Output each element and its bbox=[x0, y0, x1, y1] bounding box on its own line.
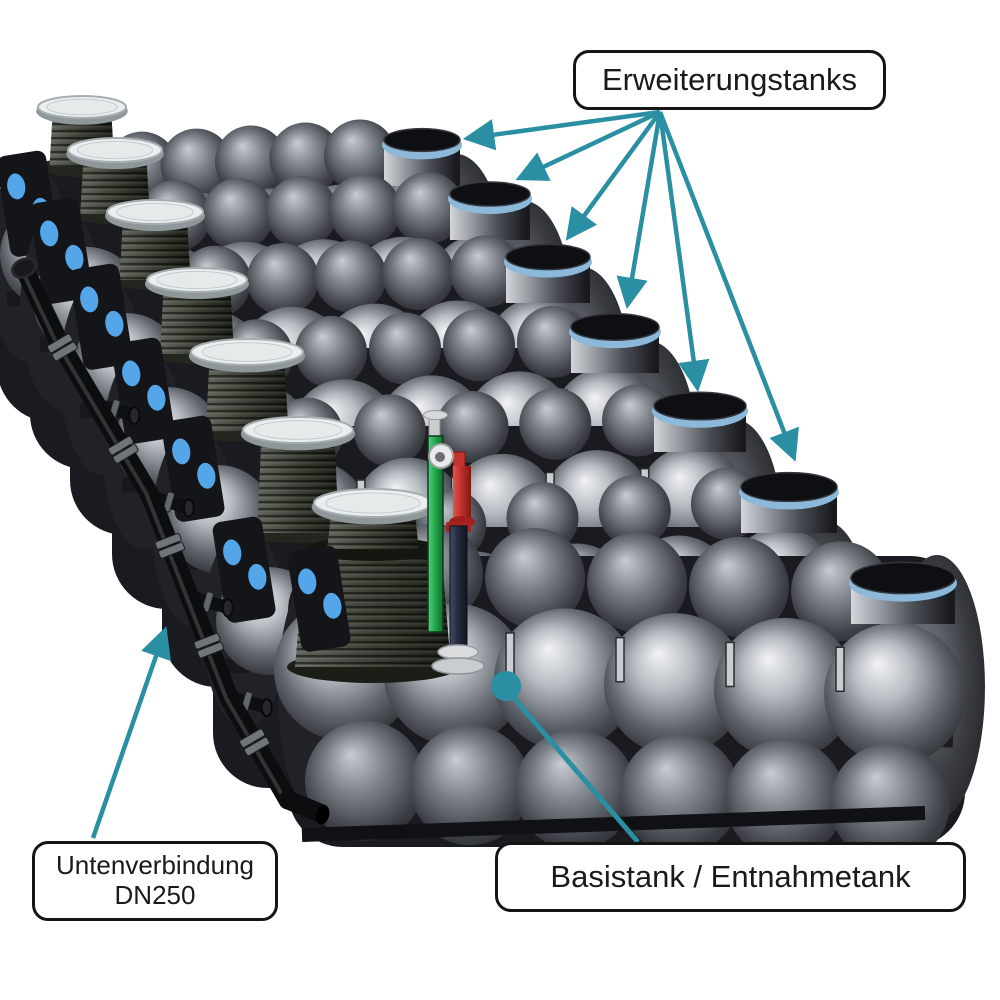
label-bottom-connection-line1: Untenverbindung bbox=[55, 850, 255, 881]
expansion-arrow-6 bbox=[657, 111, 799, 462]
bottom-connection-pipe bbox=[11, 257, 330, 825]
base-tank-leader-line bbox=[510, 694, 640, 844]
expansion-arrow-2 bbox=[515, 109, 661, 181]
tank-array bbox=[0, 95, 985, 864]
base-tank-dot bbox=[491, 671, 521, 701]
annotations bbox=[90, 109, 799, 844]
label-expansion-tanks: Erweiterungstanks bbox=[573, 50, 886, 110]
label-bottom-connection-line2: DN250 bbox=[114, 880, 196, 910]
label-base-tank: Basistank / Entnahmetank bbox=[495, 842, 966, 912]
expansion-arrow-4 bbox=[616, 111, 663, 310]
pipe-arrow bbox=[90, 626, 171, 839]
expansion-arrow-1 bbox=[462, 109, 661, 151]
tank-side-panel bbox=[212, 516, 276, 623]
label-base-tank-text: Basistank / Entnahmetank bbox=[550, 859, 911, 895]
tank-side-panel bbox=[287, 545, 351, 652]
tank-side-panel bbox=[69, 263, 133, 370]
label-expansion-tanks-text: Erweiterungstanks bbox=[601, 62, 857, 98]
expansion-arrow-3 bbox=[565, 110, 662, 241]
tank-7-base bbox=[274, 488, 985, 864]
base-tank-fittings bbox=[423, 410, 485, 675]
label-bottom-connection: Untenverbindung DN250 bbox=[32, 841, 278, 921]
tank-side-panel bbox=[161, 415, 225, 522]
expansion-arrow-5 bbox=[657, 111, 710, 393]
